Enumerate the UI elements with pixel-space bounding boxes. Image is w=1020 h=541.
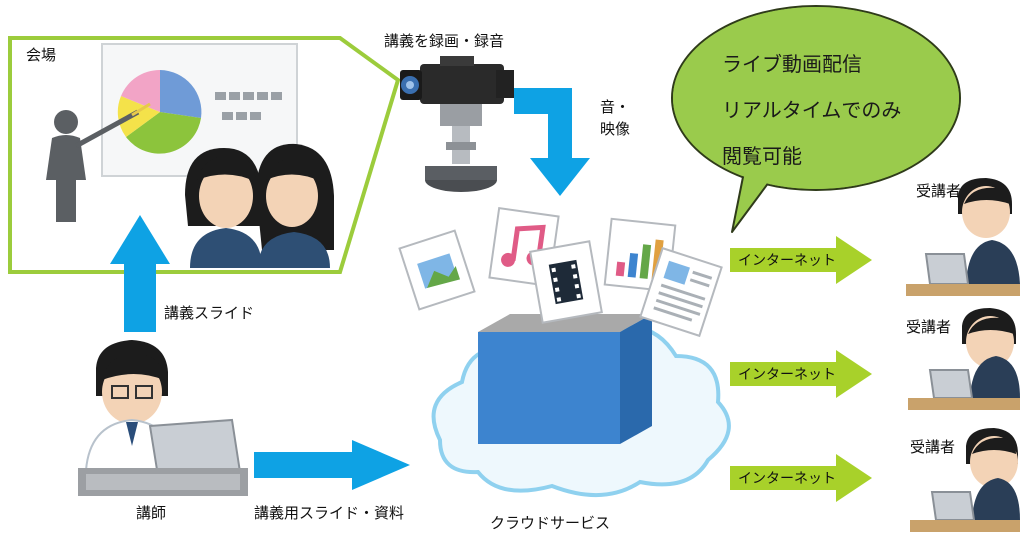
internet-arrow-label: インターネット	[738, 367, 836, 383]
student-1	[906, 178, 1020, 296]
internet-arrow-label: インターネット	[738, 471, 836, 487]
venue-label: 会場	[26, 46, 57, 64]
av-label-line2: 映像	[600, 120, 631, 138]
upload-label: 講義用スライド・資料	[254, 504, 405, 522]
camera-label: 講義を録画・録音	[384, 32, 505, 50]
internet-arrow-label: インターネット	[738, 253, 836, 269]
student-3	[910, 428, 1020, 532]
av-arrow	[514, 88, 590, 196]
lecture-slides-label: 講義スライド	[164, 304, 255, 322]
instructor-label: 講師	[136, 504, 167, 522]
audience-member-2	[256, 143, 334, 268]
presenter-silhouette	[46, 102, 151, 222]
image-file-icon	[398, 229, 476, 311]
cloud-label: クラウドサービス	[490, 514, 611, 532]
student-2	[908, 308, 1020, 410]
video-file-icon	[529, 240, 603, 324]
internet-arrow-1: インターネット	[730, 236, 872, 284]
upload-arrow	[254, 440, 410, 490]
student-label-3: 受講者	[910, 438, 956, 456]
bubble-line-3: 閲覧可能	[722, 144, 802, 168]
internet-arrow-2: インターネット	[730, 350, 872, 398]
instructor-illustration	[78, 340, 248, 496]
bubble-line-2: リアルタイムでのみ	[722, 98, 902, 122]
venue-frame	[8, 36, 401, 274]
document-file-icon	[639, 246, 723, 338]
internet-arrow-3: インターネット	[730, 454, 872, 502]
pie-chart-icon	[117, 69, 202, 154]
storage-box-icon	[478, 314, 652, 444]
speech-bubble	[671, 5, 961, 233]
student-label-2: 受講者	[906, 318, 952, 336]
video-camera-icon	[400, 56, 514, 192]
av-label-line1: 音・	[600, 98, 631, 116]
student-label-1: 受講者	[916, 182, 962, 200]
bubble-line-1: ライブ動画配信	[722, 52, 862, 76]
audience-member-1	[185, 148, 262, 268]
slide-text-lines	[215, 92, 282, 120]
slides-up-arrow	[110, 215, 170, 332]
